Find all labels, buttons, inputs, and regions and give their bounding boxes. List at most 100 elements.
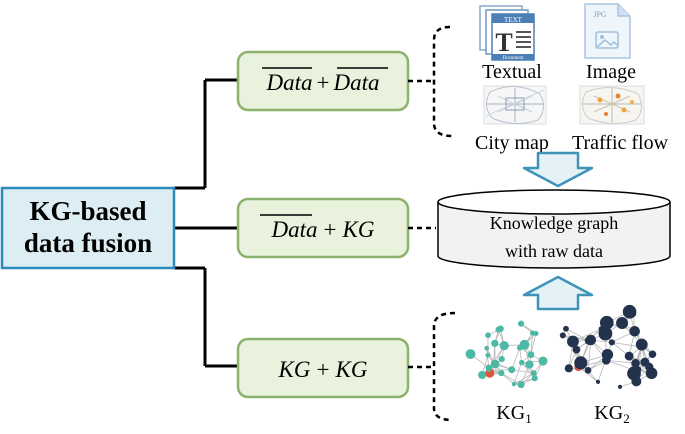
branch-term-1: Data [271, 217, 318, 242]
network-node [629, 366, 636, 373]
network-edge [511, 369, 534, 374]
network-node [631, 376, 642, 387]
branch-plus: + [317, 70, 330, 95]
network-node [629, 325, 640, 337]
network-node [648, 350, 657, 359]
image-file-icon: JPG [584, 3, 631, 59]
network-node [602, 356, 611, 365]
branch-plus: + [324, 217, 337, 242]
network-node [499, 341, 509, 351]
root-title-line2: data fusion [24, 228, 152, 258]
branch-term-1: KG [278, 357, 311, 382]
network-node [638, 343, 645, 351]
network-edge [530, 333, 537, 355]
document-icon-subcaption: Document [503, 56, 524, 61]
network-node [531, 375, 538, 382]
arrow-down-icon [522, 151, 594, 188]
document-icon-glyph: T [495, 28, 512, 57]
branch-term-1: Data [266, 70, 313, 95]
source-label-textual: Textual [482, 61, 542, 83]
network-node [498, 370, 505, 377]
document-icon-caption: TEXT [504, 16, 523, 24]
network-node [527, 351, 535, 359]
network-node [525, 360, 534, 369]
source-label-traffic-flow: Traffic flow [572, 132, 669, 154]
source-label-city-map: City map [475, 132, 549, 154]
traffic-flow-icon [579, 85, 645, 125]
network-node [478, 370, 487, 380]
network-node [511, 381, 517, 387]
branch-formula: KG+KG [278, 357, 368, 382]
network-node [622, 304, 637, 319]
root-node: KG-based data fusion [0, 186, 176, 270]
network-edge [606, 360, 633, 371]
network-node [585, 334, 597, 346]
network-edge [530, 332, 533, 355]
network-node [491, 360, 496, 365]
network-node [485, 352, 491, 358]
network-node [508, 366, 516, 374]
branch-data-kg: Data+KG [236, 197, 410, 259]
network-node [484, 345, 490, 351]
city-map-icon [483, 85, 547, 125]
network-node [559, 332, 566, 339]
branch-term-2: KG [342, 217, 375, 242]
document-icon: TEXT T Document [479, 5, 535, 61]
kg1-label: KG1 [496, 402, 531, 426]
kg2-network-graphic [559, 304, 658, 389]
branch-term-2: KG [334, 357, 367, 382]
kg1-label-sub: 1 [525, 411, 532, 426]
dashed-connectors [408, 25, 456, 422]
branch-kg-kg: KG+KG [236, 337, 410, 399]
branch-data-data: Data+Data [236, 50, 410, 112]
knowledge-graph-store: Knowledge graph with raw data [437, 189, 671, 269]
network-node [495, 326, 502, 333]
network-node [584, 367, 592, 374]
network-edge [511, 347, 521, 370]
network-node [595, 379, 601, 384]
network-node [624, 351, 634, 361]
kg2-label: KG2 [594, 402, 629, 426]
network-node [574, 356, 588, 370]
arrow-up-icon [522, 275, 594, 311]
network-node [519, 339, 530, 350]
network-node [567, 335, 579, 348]
image-icon-caption: JPG [593, 10, 607, 19]
network-node [498, 356, 505, 363]
network-node [530, 370, 537, 376]
network-node [616, 316, 629, 330]
store-label-line2: with raw data [505, 241, 603, 261]
network-node [485, 332, 491, 339]
network-node [491, 339, 499, 348]
network-edge [606, 359, 636, 364]
network-node [617, 384, 623, 389]
tree-connectors [174, 78, 238, 368]
branch-plus: + [317, 357, 330, 382]
network-node [518, 359, 525, 366]
network-node [529, 330, 535, 336]
network-node [635, 366, 642, 373]
kg1-label-main: KG [496, 402, 525, 424]
network-node [517, 320, 525, 327]
network-node [599, 315, 614, 330]
branch-formula: Data+KG [271, 217, 375, 242]
network-node [563, 325, 569, 332]
network-edge [486, 348, 490, 368]
network-node [608, 339, 615, 346]
branch-term-2: Data [332, 70, 379, 95]
network-node [572, 345, 581, 354]
source-label-image: Image [586, 61, 636, 83]
kg2-label-main: KG [594, 402, 623, 424]
network-node [465, 349, 476, 359]
network-node [485, 364, 492, 371]
network-node [645, 362, 654, 371]
network-node [517, 381, 525, 389]
branch-formula: Data+Data [266, 70, 380, 95]
kg1-network-graphic [465, 320, 548, 389]
kg2-label-sub: 2 [623, 411, 630, 426]
root-title-line1: KG-based [29, 196, 146, 226]
store-label-line1: Knowledge graph [490, 213, 618, 233]
network-node [538, 356, 548, 366]
